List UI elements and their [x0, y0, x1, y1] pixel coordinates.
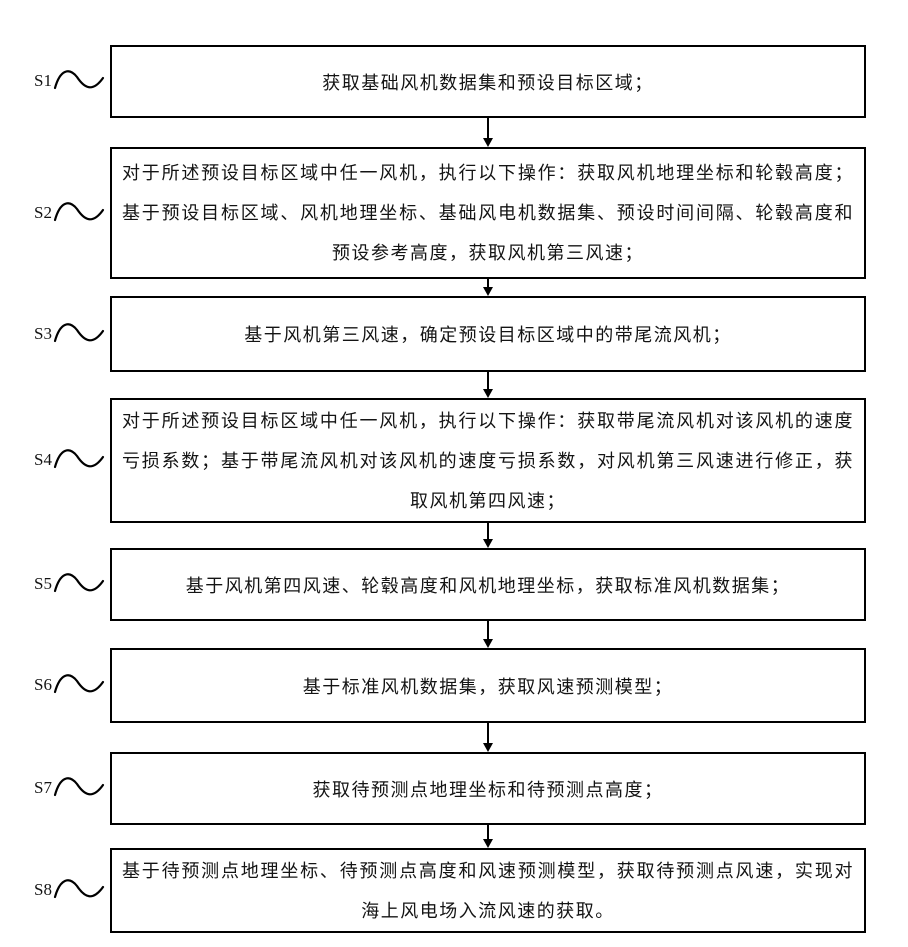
step-text-s8: 基于待预测点地理坐标、待预测点高度和风速预测模型，获取待预测点风速，实现对海上风… [122, 860, 854, 921]
step-text-s3: 基于风机第三风速，确定预设目标区域中的带尾流风机； [244, 325, 732, 345]
arrow-head [483, 138, 493, 147]
arrow-head [483, 639, 493, 648]
arrow-shaft [487, 372, 489, 389]
step-label-s7: S7 [34, 778, 52, 797]
flow-box-s8: 基于待预测点地理坐标、待预测点高度和风速预测模型，获取待预测点风速，实现对海上风… [110, 848, 866, 933]
down-arrow-icon [483, 372, 493, 398]
down-arrow-icon [483, 523, 493, 548]
flow-box-s4: 对于所述预设目标区域中任一风机，执行以下操作：获取带尾流风机对该风机的速度亏损系… [110, 398, 866, 523]
squiggle-connector-icon [53, 202, 105, 222]
step-s8-label-group: S8 [34, 872, 112, 908]
step-label-s6: S6 [34, 675, 52, 694]
down-arrow-icon [483, 723, 493, 752]
step-label-s8: S8 [34, 880, 52, 899]
arrow-head [483, 743, 493, 752]
arrow-shaft [487, 279, 489, 287]
arrow-head [483, 539, 493, 548]
squiggle-connector-icon [53, 323, 105, 343]
arrow-shaft [487, 523, 489, 539]
step-s7-label-group: S7 [34, 770, 112, 806]
down-arrow-icon [483, 621, 493, 648]
step-text-s1: 获取基础风机数据集和预设目标区域； [322, 72, 654, 93]
squiggle-connector-icon [53, 70, 105, 90]
arrow-shaft [487, 621, 489, 639]
squiggle-connector-icon [53, 674, 105, 694]
squiggle-connector-icon [53, 573, 105, 593]
step-text-s5: 基于风机第四风速、轮毂高度和风机地理坐标，获取标准风机数据集； [185, 575, 791, 596]
step-s2-label-group: S2 [34, 195, 112, 231]
flow-box-s6: 基于标准风机数据集，获取风速预测模型； [110, 648, 866, 723]
step-text-s4: 对于所述预设目标区域中任一风机，执行以下操作：获取带尾流风机对该风机的速度亏损系… [122, 410, 854, 511]
arrow-shaft [487, 723, 489, 743]
arrow-head [483, 287, 493, 296]
arrow-head [483, 839, 493, 848]
step-text-s7: 获取待预测点地理坐标和待预测点高度； [312, 779, 664, 800]
squiggle-connector-icon [53, 879, 105, 899]
arrow-shaft [487, 118, 489, 138]
step-label-s2: S2 [34, 203, 52, 222]
squiggle-connector-icon [53, 449, 105, 469]
step-s4-label-group: S4 [34, 442, 112, 478]
arrow-head [483, 389, 493, 398]
step-text-s6: 基于标准风机数据集，获取风速预测模型； [302, 676, 674, 697]
step-s1-label-group: S1 [34, 63, 112, 99]
step-s5-label-group: S5 [34, 566, 112, 602]
flow-box-s1: 获取基础风机数据集和预设目标区域； [110, 45, 866, 118]
down-arrow-icon [483, 279, 493, 296]
step-label-s4: S4 [34, 450, 52, 469]
arrow-shaft [487, 825, 489, 839]
step-label-s3: S3 [34, 324, 52, 343]
flow-box-s7: 获取待预测点地理坐标和待预测点高度； [110, 752, 866, 825]
down-arrow-icon [483, 118, 493, 147]
step-s6-label-group: S6 [34, 667, 112, 703]
flow-box-s3: 基于风机第三风速，确定预设目标区域中的带尾流风机； [110, 296, 866, 372]
flow-box-s5: 基于风机第四风速、轮毂高度和风机地理坐标，获取标准风机数据集； [110, 548, 866, 621]
squiggle-connector-icon [53, 777, 105, 797]
step-label-s5: S5 [34, 574, 52, 593]
step-label-s1: S1 [34, 71, 52, 90]
flow-box-s2: 对于所述预设目标区域中任一风机，执行以下操作：获取风机地理坐标和轮毂高度；基于预… [110, 147, 866, 279]
step-text-s2: 对于所述预设目标区域中任一风机，执行以下操作：获取风机地理坐标和轮毂高度；基于预… [122, 163, 854, 263]
down-arrow-icon [483, 825, 493, 848]
step-s3-label-group: S3 [34, 316, 112, 352]
